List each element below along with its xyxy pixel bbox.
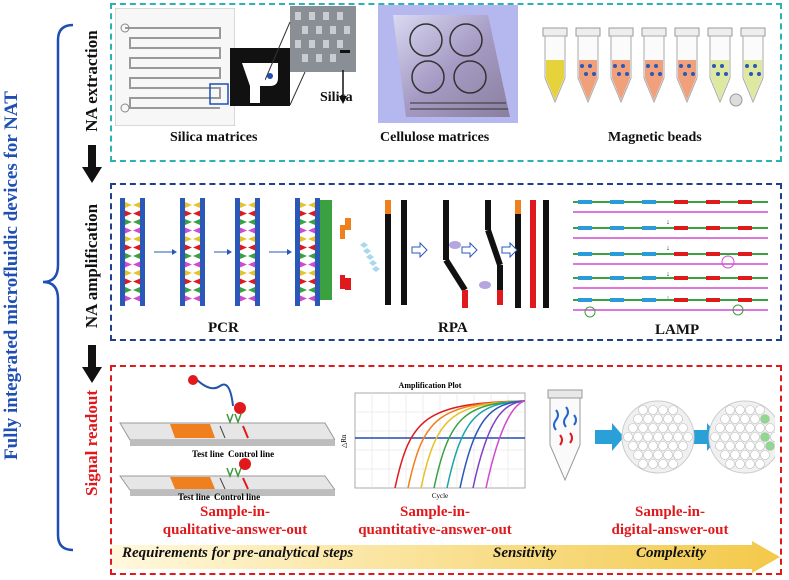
pcr-diagram	[120, 198, 345, 306]
rpa-diagram	[345, 200, 549, 308]
sensitivity-text: Sensitivity	[493, 545, 557, 561]
pcr-label: PCR	[208, 320, 239, 336]
magnetic-beads-label: Magnetic beads	[608, 130, 702, 145]
quantitative-line-1: Sample-in-	[399, 504, 470, 520]
step-amplification-label: NA amplification	[82, 203, 101, 329]
amplification-plot: Amplification Plot △Rn Cycle	[340, 381, 526, 500]
qualitative-line-1: Sample-in-	[199, 504, 270, 520]
silica-zoom-device	[230, 48, 290, 106]
svg-text:↓: ↓	[666, 270, 670, 278]
step-readout-label: Signal readout	[82, 390, 101, 496]
silica-matrices-label: Silica matrices	[170, 130, 258, 145]
silica-callout: Silica	[320, 90, 353, 105]
digital-label: Sample-in- digital-answer-out	[585, 503, 755, 539]
step-extraction-label: NA extraction	[82, 30, 101, 132]
cellulose-sheet-image	[378, 5, 518, 123]
lamp-label: LAMP	[655, 322, 700, 338]
digital-assay-image	[547, 389, 775, 482]
down-arrow-2	[82, 345, 102, 383]
left-title: Fully integrated microfluidic devices fo…	[1, 91, 22, 460]
svg-text:↓: ↓	[666, 244, 670, 252]
plot-xlabel: Cycle	[432, 492, 448, 500]
left-brace	[42, 23, 74, 552]
quantitative-label: Sample-in- quantitative-answer-out	[330, 503, 540, 539]
chip-inset-box	[209, 83, 229, 105]
extraction-panel	[110, 3, 782, 162]
readout-panel	[110, 365, 782, 575]
qualitative-label: Sample-in- qualitative-answer-out	[140, 503, 330, 539]
zoom-connectors	[265, 21, 347, 106]
svg-text:↓: ↓	[666, 218, 670, 226]
test-line-label-2: Test line	[178, 492, 210, 502]
plot-ylabel: △Rn	[340, 434, 348, 448]
control-line-label-1: Control line	[228, 449, 275, 459]
lamp-diagram: ↓ ↓ ↓ ↓	[573, 200, 768, 318]
cellulose-matrices-label: Cellulose matrices	[380, 130, 490, 145]
test-line-label-1: Test line	[192, 449, 224, 459]
plot-title: Amplification Plot	[399, 381, 462, 390]
amplification-panel	[110, 183, 782, 341]
qualitative-line-2: qualitative-answer-out	[162, 522, 308, 538]
control-line-label-2: Control line	[214, 492, 261, 502]
complexity-text: Complexity	[636, 545, 706, 561]
lateral-flow-strips	[119, 375, 335, 496]
down-arrow-1	[82, 145, 102, 183]
silica-chip-image	[115, 8, 235, 126]
digital-line-2: digital-answer-out	[611, 522, 729, 538]
requirements-text: Requirements for pre-analytical steps	[122, 545, 354, 561]
quantitative-line-2: quantitative-answer-out	[358, 522, 512, 538]
rpa-label: RPA	[438, 320, 468, 336]
magnetic-beads-tubes	[542, 27, 766, 107]
svg-text:↓: ↓	[666, 294, 670, 302]
silica-sem-image	[290, 6, 356, 72]
requirements-arrow	[112, 541, 780, 573]
digital-line-1: Sample-in-	[634, 504, 705, 520]
